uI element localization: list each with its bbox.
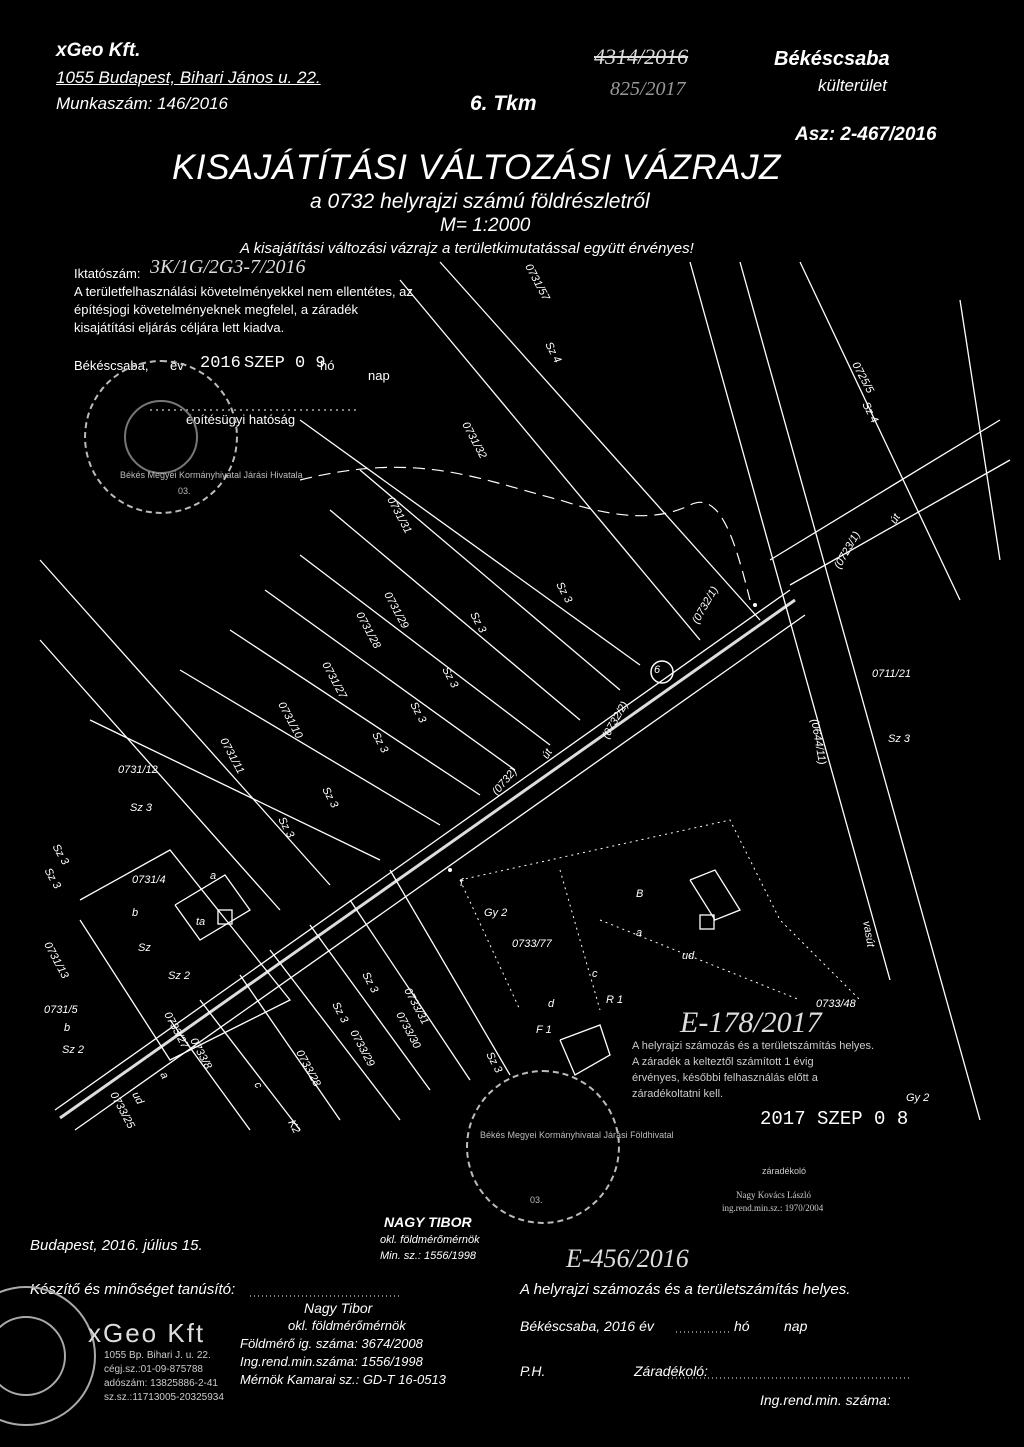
- parcel-label: 0731/4: [132, 874, 166, 886]
- land-office-text-4: záradékoltatni kell.: [632, 1088, 724, 1100]
- authority-date-ho: hó: [320, 358, 335, 373]
- parcel-label: R 1: [606, 994, 624, 1006]
- land-office-signer-name: Nagy Kovács László: [736, 1190, 811, 1200]
- city: Békéscsaba: [774, 48, 890, 70]
- made-by-name: Nagy Tibor: [304, 1300, 373, 1316]
- authority-line-3: kisajátítási eljárás céljára lett kiadva…: [74, 320, 285, 335]
- land-office-date: 2017 SZEP 0 8: [760, 1108, 909, 1130]
- stamp-cegj: cégj.sz.:01-09-875788: [104, 1364, 203, 1375]
- authority-seal-number: 03.: [178, 486, 191, 496]
- authority-line-1: A területfelhasználási követelményekkel …: [74, 284, 413, 299]
- chamber-number: Mérnök Kamarai sz.: GD-T 16-0513: [240, 1372, 446, 1387]
- authority-line-2: építésjogi követelményeknek megfelel, a …: [74, 302, 358, 317]
- land-office-signer-role: záradékoló: [762, 1166, 807, 1176]
- iktatoszam-value: 3K/1G/2G3-7/2016: [150, 256, 306, 278]
- parcel-label: ud: [682, 950, 695, 962]
- land-office-signer-reg: ing.rend.min.sz.: 1970/2004: [722, 1203, 824, 1213]
- parcel-label: Gy 2: [906, 1092, 930, 1104]
- parcel-label: 0711/21: [872, 668, 911, 680]
- stamp-address: 1055 Bp. Bihari J. u. 22.: [104, 1350, 211, 1361]
- parcel-label: Sz 3: [888, 733, 911, 745]
- surveyor-license: Földmérő ig. száma: 3674/2008: [240, 1336, 423, 1351]
- land-office-text-2: A záradék a kelteztől számított 1 évig: [632, 1056, 814, 1068]
- parcel-label: B: [636, 888, 644, 900]
- validity-note: A kisajátítási változási vázrajz a terül…: [240, 240, 694, 257]
- parcel-label: b: [132, 907, 139, 919]
- bottom-date-line: Békéscsaba, 2016 év: [520, 1318, 654, 1334]
- stamp-company: xGeo Kft: [88, 1318, 206, 1348]
- authority-date-nap: nap: [368, 368, 390, 383]
- bottom-reg: Ing.rend.min. száma:: [760, 1392, 891, 1408]
- parcel-label: f: [460, 877, 464, 889]
- parcel-label: a: [210, 870, 217, 882]
- subtitle: a 0732 helyrajzi számú földrészletről: [310, 190, 650, 213]
- place-date: Budapest, 2016. július 15.: [30, 1237, 203, 1254]
- parcel-label: Sz 3: [130, 802, 153, 814]
- bottom-stamp-number: E-456/2016: [566, 1244, 689, 1273]
- engineer-reg: Min. sz.: 1556/1998: [380, 1250, 477, 1262]
- made-by-title: okl. földmérőmérnök: [288, 1318, 406, 1333]
- stamp-tax: adószám: 13825886-2-41: [104, 1378, 218, 1389]
- land-office-text-1: A helyrajzi számozás és a területszámítá…: [632, 1040, 875, 1052]
- stamp-number-second: 825/2017: [610, 78, 686, 100]
- surveyor-reg: Ing.rend.min.száma: 1556/1998: [240, 1354, 423, 1369]
- engineer-title: okl. földmérőmérnök: [380, 1234, 480, 1246]
- authority-date-month: SZEP 0 9: [244, 354, 326, 373]
- parcel-label: 0733/48: [816, 998, 856, 1010]
- parcel-label: 6: [654, 664, 661, 676]
- parcel-label: d: [548, 998, 555, 1010]
- authority-date-year: 2016: [200, 354, 241, 373]
- bottom-nap: nap: [784, 1318, 808, 1334]
- stamp-bank: sz.sz.:11713005-20325934: [104, 1392, 224, 1403]
- parcel-label: Sz 2: [168, 970, 191, 982]
- stamp-number-top: 4314/2016: [594, 44, 689, 69]
- parcel-label: b: [64, 1022, 71, 1034]
- parcel-label: Sz 2: [62, 1044, 85, 1056]
- company-address: 1055 Budapest, Bihari János u. 22.: [56, 68, 321, 87]
- company-logo-inner: [0, 1316, 66, 1396]
- area-type: külterület: [818, 76, 887, 95]
- parcel-label: F 1: [536, 1024, 552, 1036]
- company-name: xGeo Kft.: [56, 40, 141, 61]
- authority-seal-inner: [124, 400, 198, 474]
- job-number: Munkaszám: 146/2016: [56, 94, 228, 113]
- parcel-label: ta: [196, 916, 206, 928]
- authority-seal-text: Békés Megyei Kormányhivatal Járási Hivat…: [120, 470, 303, 480]
- bottom-ph: P.H.: [520, 1363, 546, 1379]
- engineer-name: NAGY TIBOR: [384, 1214, 472, 1230]
- land-office-seal-number: 03.: [530, 1195, 543, 1205]
- parcel-label: a: [636, 927, 643, 939]
- bottom-zaradekolo: Záradékoló:: [634, 1363, 708, 1379]
- authority-seal: [84, 360, 238, 514]
- land-office-number: E-178/2017: [680, 1006, 822, 1039]
- parcel-label: Sz: [138, 942, 151, 954]
- iktatoszam-label: Iktatószám:: [74, 266, 141, 281]
- parcel-label: 0731/12: [118, 764, 158, 776]
- sheet-number: 6. Tkm: [470, 92, 537, 115]
- parcel-label: 0733/77: [512, 938, 552, 950]
- land-office-seal: [466, 1070, 620, 1224]
- land-office-seal-text: Békés Megyei Kormányhivatal Járási Földh…: [480, 1130, 674, 1140]
- parcel-label: 0731/5: [44, 1004, 78, 1016]
- parcel-label: c: [592, 968, 598, 980]
- made-by: Készítő és minőséget tanúsító:: [30, 1281, 236, 1298]
- main-title: KISAJÁTÍTÁSI VÁLTOZÁSI VÁZRAJZ: [172, 148, 781, 187]
- scale: M= 1:2000: [440, 215, 531, 236]
- bottom-ho: hó: [734, 1318, 750, 1334]
- parcel-label: Gy 2: [484, 907, 508, 919]
- land-office-text-3: érvényes, későbbi felhasználás előtt a: [632, 1072, 818, 1084]
- bottom-statement: A helyrajzi számozás és a területszámítá…: [520, 1281, 851, 1298]
- asz-number: Asz: 2-467/2016: [795, 124, 937, 145]
